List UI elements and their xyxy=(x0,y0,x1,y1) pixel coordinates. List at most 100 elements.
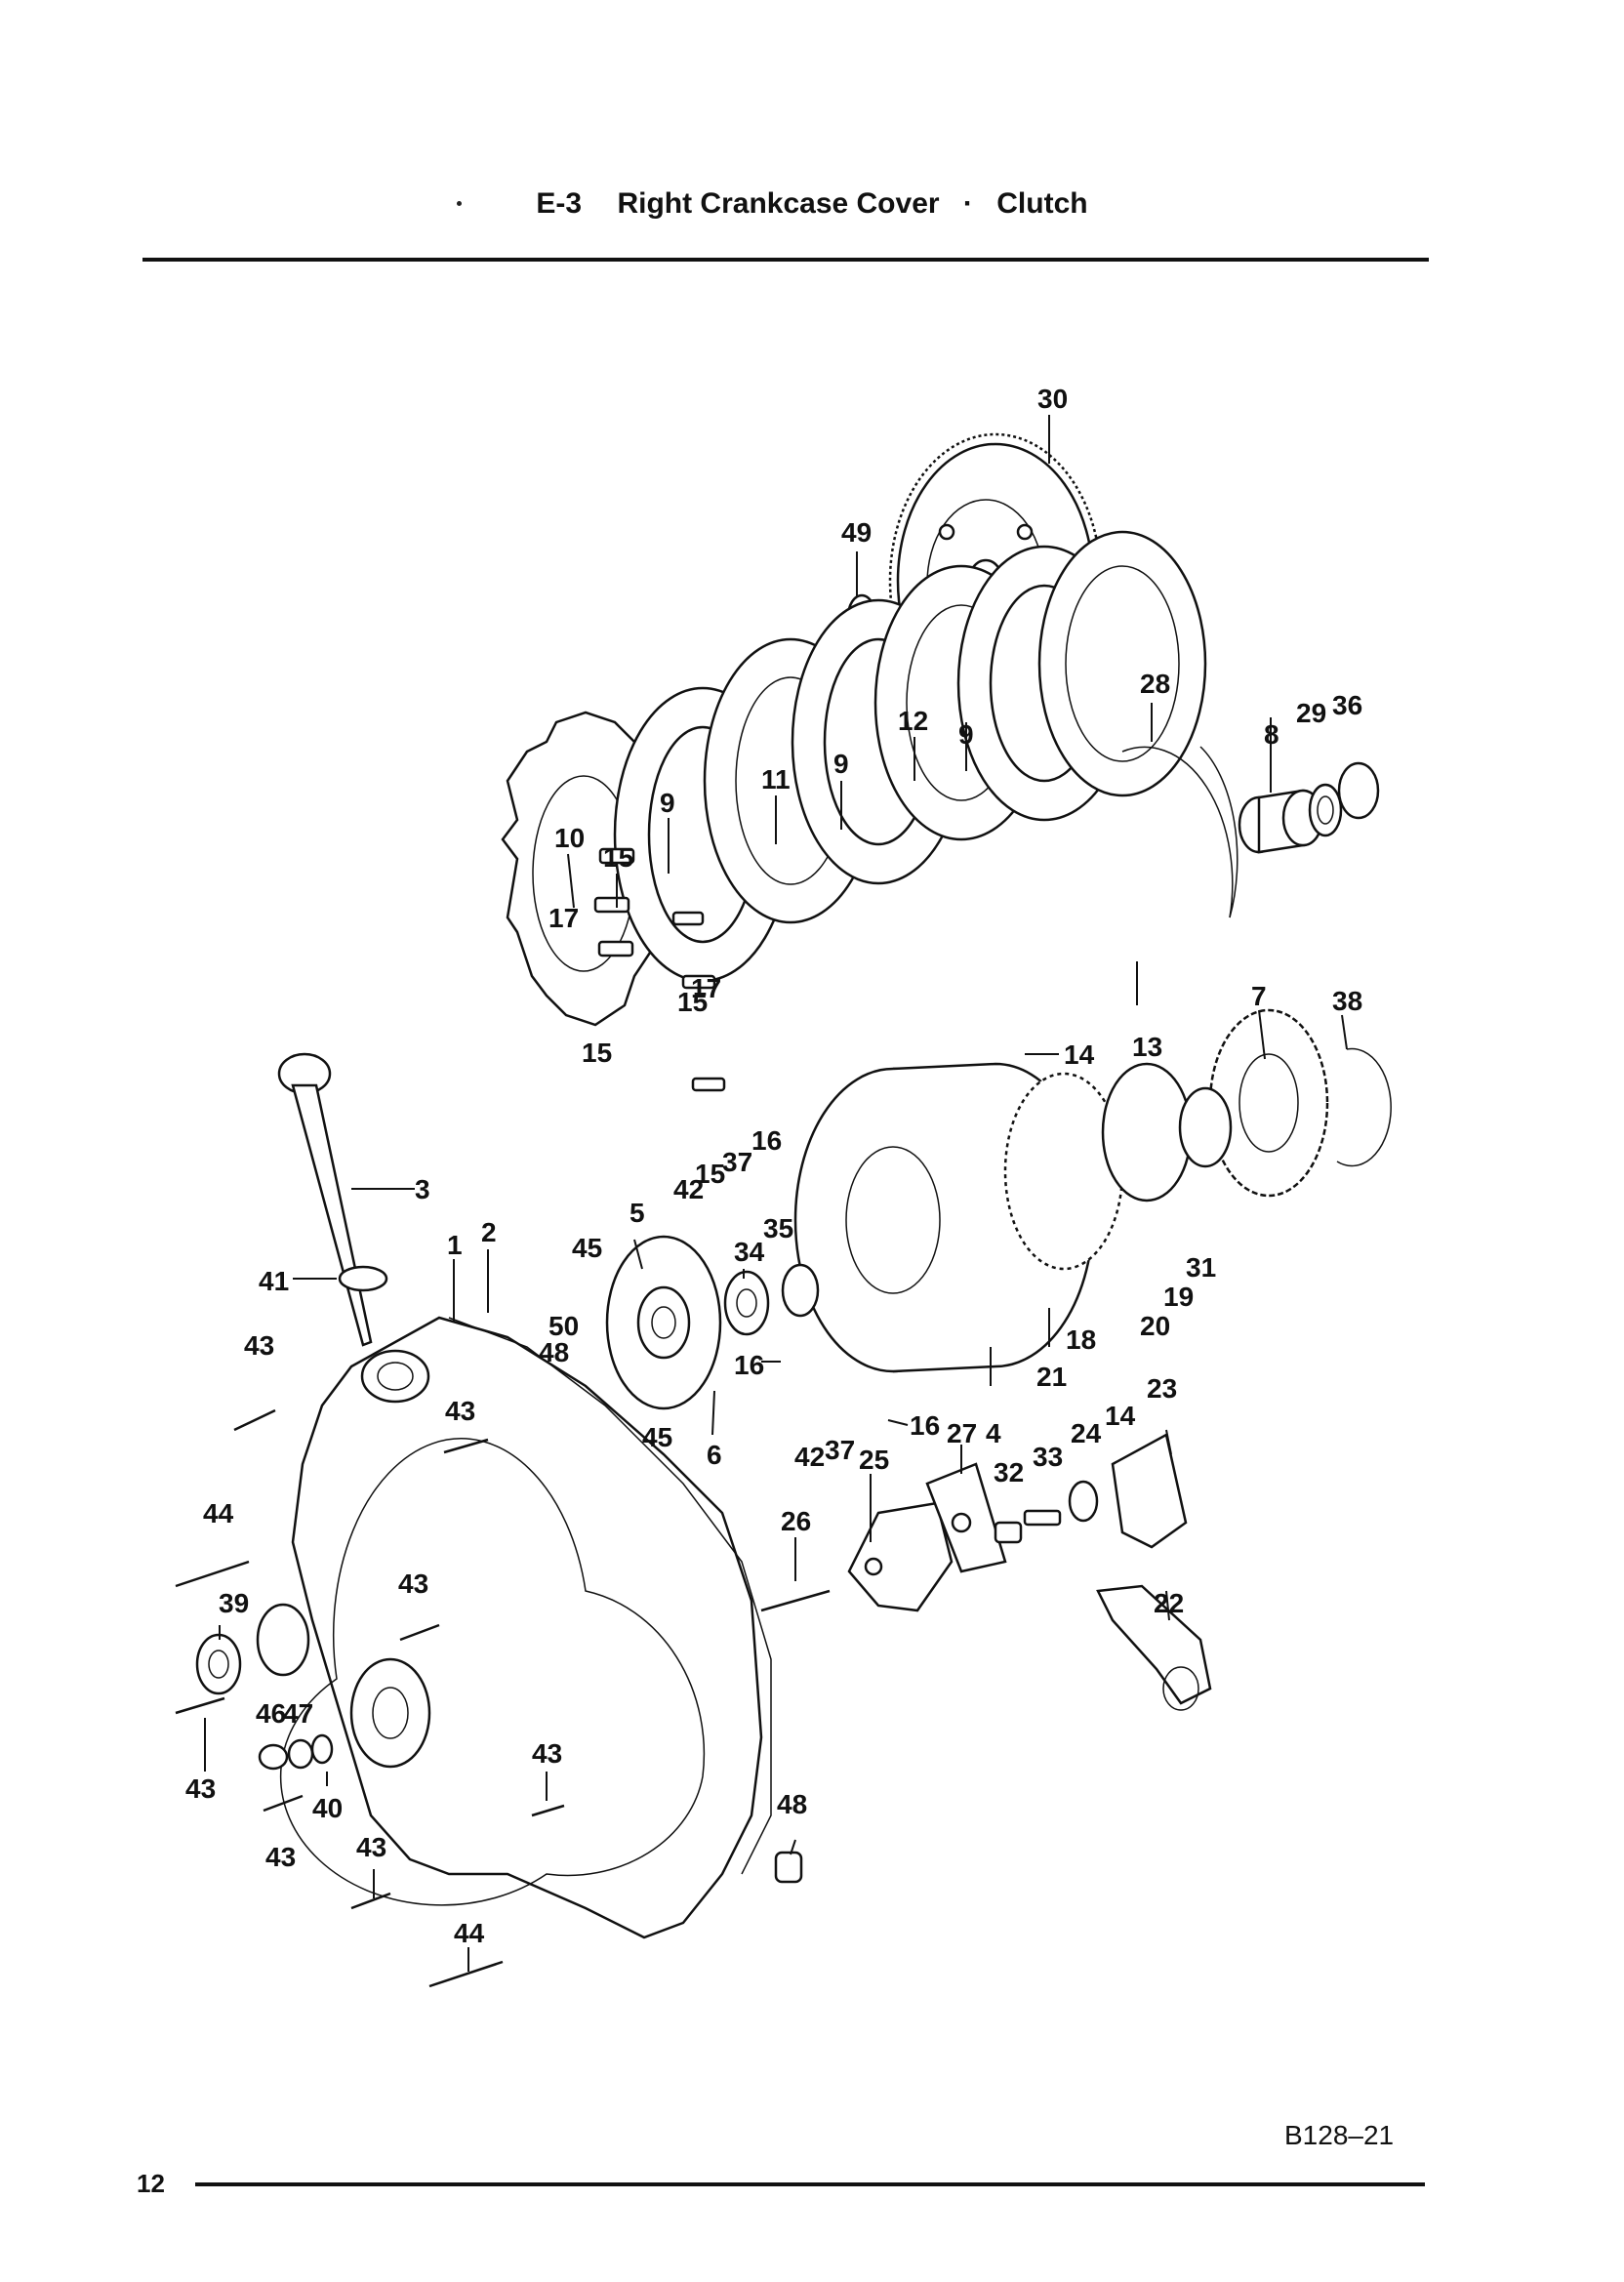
footer-rule xyxy=(195,2182,1425,2186)
callout-1: 1 xyxy=(447,1230,463,1260)
release-arm-22 xyxy=(1096,1584,1212,1711)
callout-32: 32 xyxy=(994,1457,1024,1487)
release-plate-23 xyxy=(1111,1433,1188,1549)
washer-40 xyxy=(310,1733,334,1765)
callout-45-top: 45 xyxy=(572,1233,602,1263)
callout-43-bottom: 43 xyxy=(356,1832,386,1862)
callout-16-bottom: 16 xyxy=(910,1410,940,1441)
callout-17-center: 17 xyxy=(691,973,721,1003)
callout-19: 19 xyxy=(1163,1282,1194,1312)
callout-43-left: 43 xyxy=(244,1330,274,1361)
pin-32 xyxy=(994,1521,1023,1544)
callout-40: 40 xyxy=(312,1793,343,1823)
callout-42-bottom: 42 xyxy=(794,1442,825,1472)
clutch-center-assembly xyxy=(1003,1062,1233,1271)
cover-gasket-2 xyxy=(448,1317,772,1875)
callout-37-bottom: 37 xyxy=(825,1435,855,1465)
adjuster-screw-26 xyxy=(760,1589,831,1612)
title-left: Right Crankcase Cover xyxy=(617,187,940,220)
callout-31: 31 xyxy=(1186,1252,1216,1283)
callout-3: 3 xyxy=(415,1174,430,1204)
callout-33: 33 xyxy=(1033,1442,1063,1472)
nut-35 xyxy=(781,1263,820,1318)
lifter-cam-27 xyxy=(925,1462,1007,1573)
callout-7: 7 xyxy=(1251,981,1267,1011)
callout-18: 18 xyxy=(1066,1324,1096,1355)
circlip-38 xyxy=(1336,1047,1392,1167)
callout-43-cover-mid: 43 xyxy=(398,1569,428,1599)
callout-14-top: 14 xyxy=(1064,1039,1095,1070)
callout-44-bottom: 44 xyxy=(454,1918,485,1948)
callout-17-left: 17 xyxy=(548,903,579,933)
callout-38: 38 xyxy=(1332,986,1362,1016)
section-code: E-3 xyxy=(536,187,583,220)
callout-12: 12 xyxy=(898,706,928,736)
callout-15-lower: 15 xyxy=(695,1159,725,1189)
callout-29: 29 xyxy=(1296,698,1326,728)
callout-13: 13 xyxy=(1132,1032,1162,1062)
callout-35: 35 xyxy=(763,1213,793,1243)
spring-33 xyxy=(1023,1509,1062,1527)
title-separator: · xyxy=(962,187,973,220)
leader-lines xyxy=(204,415,1348,1972)
callout-10: 10 xyxy=(554,823,585,853)
clutch-plate-13 xyxy=(1037,530,1207,797)
callout-25: 25 xyxy=(859,1445,889,1475)
oil-level-dipstick-3 xyxy=(277,1052,373,1347)
bearing-34 xyxy=(723,1270,770,1336)
header-rule xyxy=(142,258,1429,262)
callout-15-top: 15 xyxy=(603,842,633,873)
figure-code: B128–21 xyxy=(1284,2120,1395,2150)
washer-47 xyxy=(287,1738,314,1770)
callout-5: 5 xyxy=(629,1198,645,1228)
cover-bolts-43-44 xyxy=(175,1408,565,1988)
callout-2: 2 xyxy=(481,1217,497,1247)
page-number: 12 xyxy=(137,2169,165,2198)
page-title: E-3 Right Crankcase Cover · Clutch xyxy=(0,187,1624,221)
ring-36 xyxy=(1337,761,1380,820)
callout-9-front: 9 xyxy=(660,788,675,818)
callout-30: 30 xyxy=(1037,384,1068,414)
callout-42-top: 42 xyxy=(673,1174,704,1204)
callout-48-top: 48 xyxy=(539,1337,569,1367)
wire-ring-28 xyxy=(1121,746,1238,918)
callout-14-bottom: 14 xyxy=(1105,1401,1136,1431)
callout-labels: 30 49 28 8 29 36 12 9 11 9 10 15 9 17 15… xyxy=(185,384,1362,1948)
callout-49: 49 xyxy=(841,517,872,548)
callout-20: 20 xyxy=(1140,1311,1170,1341)
callout-48-bottom: 48 xyxy=(777,1789,807,1819)
title-right: Clutch xyxy=(996,187,1088,220)
dowel-pin-48 xyxy=(774,1851,803,1884)
clutch-lifter-plate-5 xyxy=(605,1235,722,1410)
callout-15-center: 15 xyxy=(677,987,708,1017)
washer-29 xyxy=(1308,783,1343,837)
callout-39: 39 xyxy=(219,1588,249,1618)
clutch-hub-7 xyxy=(1208,1008,1329,1198)
callout-41: 41 xyxy=(259,1266,289,1296)
clutch-springs-15 xyxy=(593,847,726,1092)
nut-46 xyxy=(258,1743,289,1771)
callout-9-rear: 9 xyxy=(958,719,974,750)
callout-16-mid: 16 xyxy=(734,1350,764,1380)
callout-21: 21 xyxy=(1036,1362,1067,1392)
callout-15-left: 15 xyxy=(582,1038,612,1068)
callout-43-bottom-left: 43 xyxy=(265,1842,296,1872)
callout-22: 22 xyxy=(1154,1588,1184,1618)
callout-28: 28 xyxy=(1140,669,1170,699)
callout-37-top: 37 xyxy=(722,1147,752,1177)
callout-24: 24 xyxy=(1071,1418,1102,1448)
callout-46: 46 xyxy=(256,1698,286,1729)
oil-seal-24 xyxy=(1068,1480,1099,1523)
oil-seal-39 xyxy=(195,1633,242,1695)
callout-34: 34 xyxy=(734,1237,765,1267)
callout-43-lower-left: 43 xyxy=(185,1773,216,1804)
callout-43-cover-top: 43 xyxy=(445,1396,475,1426)
callout-23: 23 xyxy=(1147,1373,1177,1404)
release-cam-plate-25 xyxy=(847,1501,954,1612)
o-ring-41 xyxy=(338,1265,388,1292)
right-crankcase-cover-1 xyxy=(256,1316,763,1939)
callout-6: 6 xyxy=(707,1440,722,1470)
callout-11: 11 xyxy=(761,764,791,795)
callout-26: 26 xyxy=(781,1506,811,1536)
